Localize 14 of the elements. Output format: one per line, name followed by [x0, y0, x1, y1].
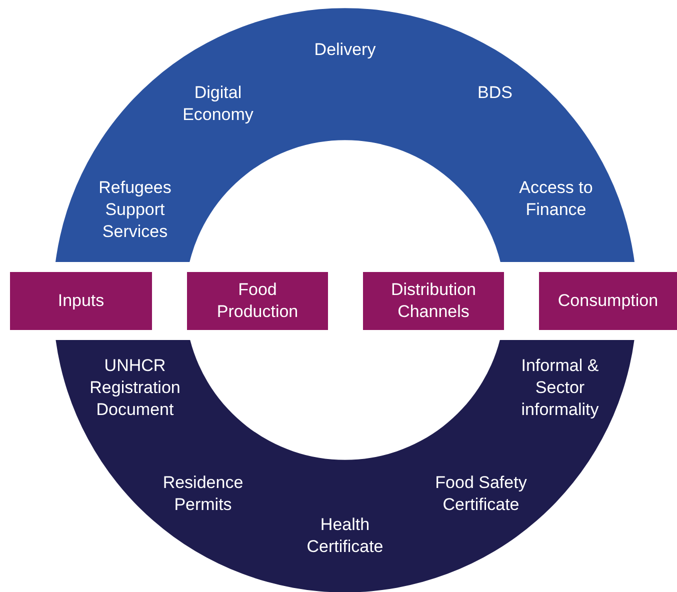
ring-label: Digital Economy [182, 82, 254, 126]
ring-label: Food Safety Certificate [434, 472, 528, 516]
ring-label: BDS [476, 82, 514, 104]
stage-box: Distribution Channels [363, 272, 504, 330]
ring-label: Delivery [313, 39, 377, 61]
ring-label: Refugees Support Services [98, 177, 172, 243]
stage-box: Consumption [539, 272, 677, 330]
ring-label: Health Certificate [306, 514, 384, 558]
ring-label: Access to Finance [518, 177, 594, 221]
stage-box: Food Production [187, 272, 328, 330]
stage-box: Inputs [10, 272, 152, 330]
ring-label: UNHCR Registration Document [88, 355, 182, 421]
ring-label: Informal & Sector informality [520, 355, 600, 421]
ring-label: Residence Permits [162, 472, 244, 516]
